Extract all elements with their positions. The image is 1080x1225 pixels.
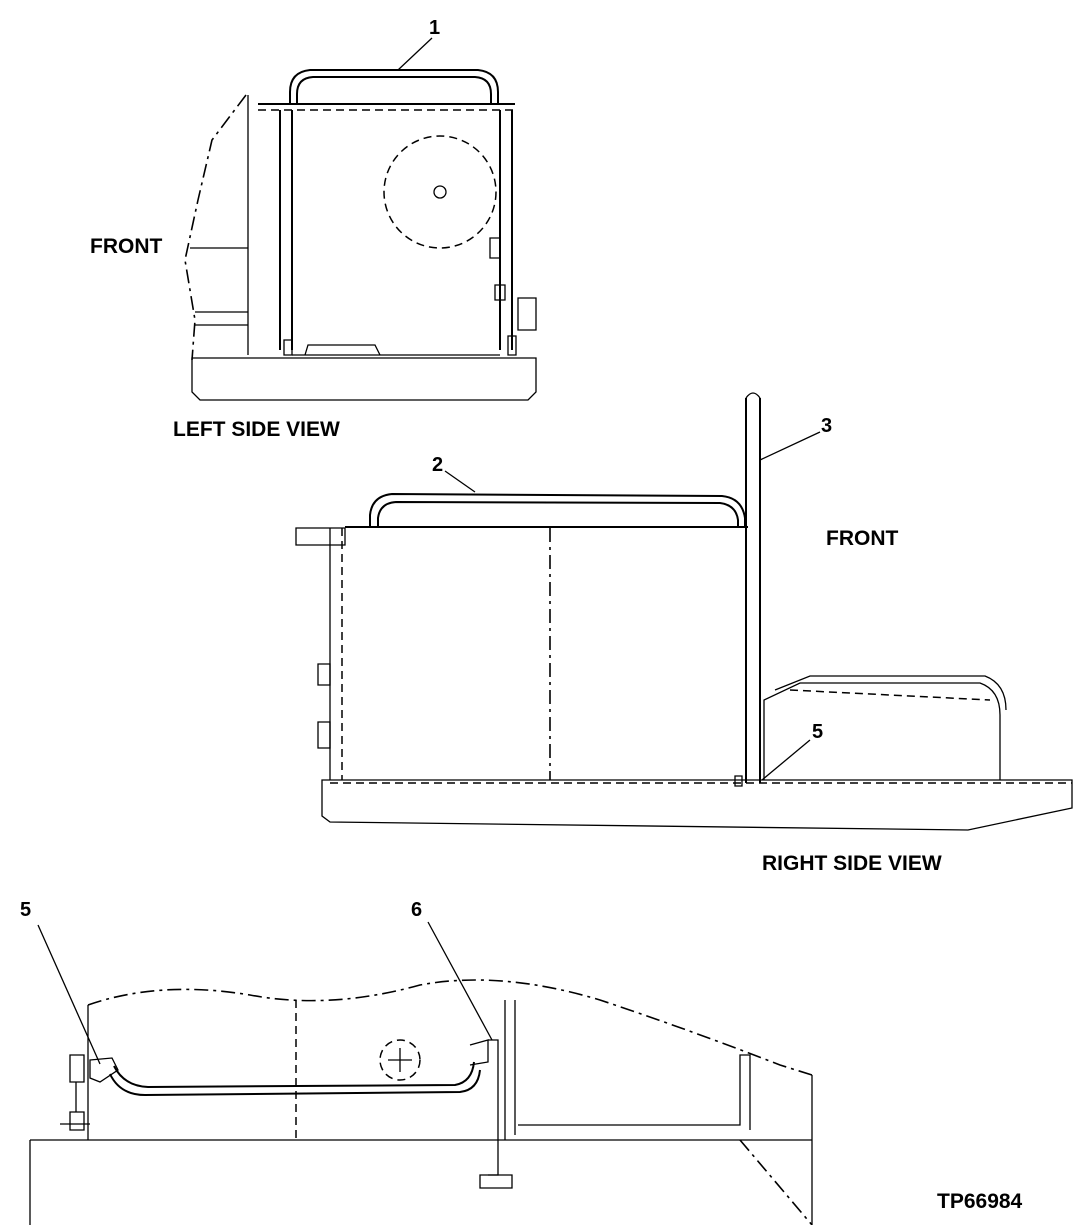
front-label-right: FRONT bbox=[826, 527, 898, 550]
left-side-view bbox=[184, 69, 537, 401]
callout-2: 2 bbox=[432, 454, 443, 476]
callout-5-detail: 5 bbox=[20, 899, 31, 921]
callout-5-right-view: 5 bbox=[812, 721, 823, 743]
drawing-id: TP66984 bbox=[937, 1190, 1023, 1213]
callout-6: 6 bbox=[411, 899, 422, 921]
detail-view bbox=[29, 979, 813, 1225]
leader-lines bbox=[37, 37, 821, 1065]
front-label-left: FRONT bbox=[90, 235, 162, 258]
right-side-view bbox=[295, 392, 1073, 831]
callout-3: 3 bbox=[821, 415, 832, 437]
left-side-view-label: LEFT SIDE VIEW bbox=[173, 418, 340, 441]
right-side-view-label: RIGHT SIDE VIEW bbox=[762, 852, 942, 875]
callout-1: 1 bbox=[429, 17, 440, 39]
